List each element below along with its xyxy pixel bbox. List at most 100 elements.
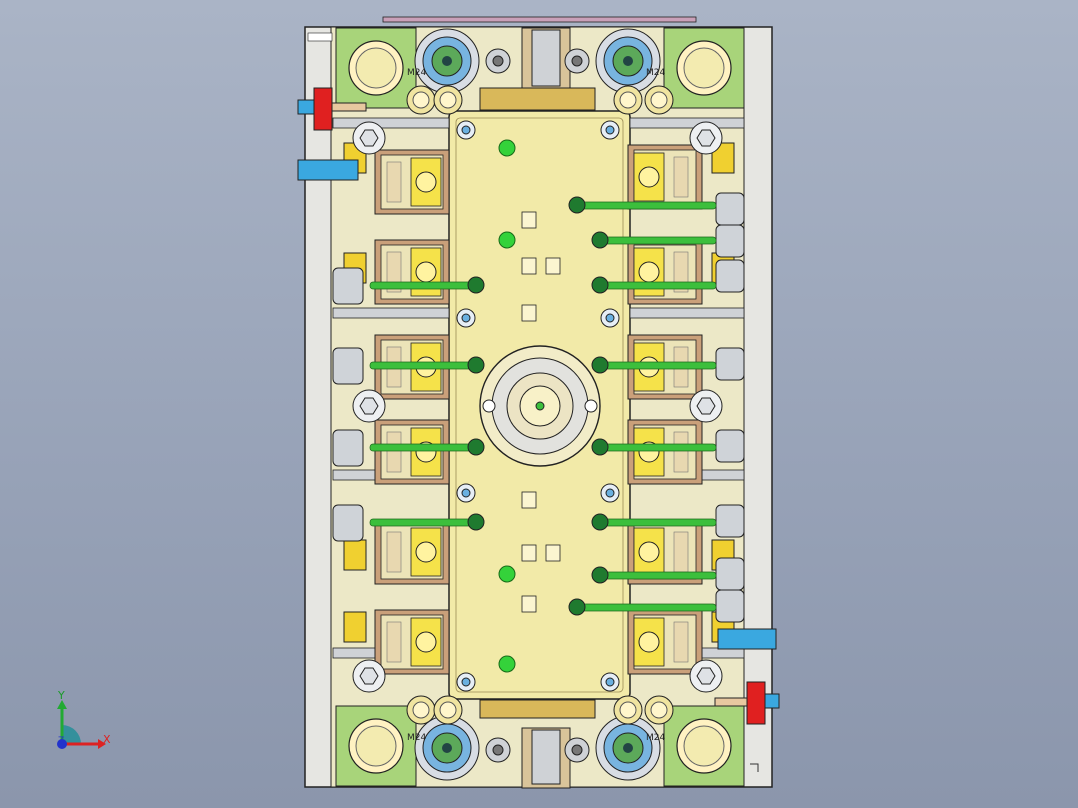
water-pipe-top-left xyxy=(331,102,367,112)
plate-marker xyxy=(307,32,333,42)
vent-dot-2 xyxy=(498,565,516,583)
return-pin-core-2 xyxy=(619,91,637,109)
cooling-port-right-4 xyxy=(591,438,609,456)
slide-block-left-2 xyxy=(343,539,367,571)
cooling-pipe-left-2 xyxy=(369,443,477,452)
corner-bushing-bore-br xyxy=(683,725,725,767)
water-nipple-top-left xyxy=(313,87,333,131)
hex-bolt-head-3 xyxy=(696,397,716,415)
slide-block-right-0 xyxy=(711,142,735,174)
guide-pin-label-2: M24 xyxy=(407,733,426,743)
insert-gate-l-5 xyxy=(415,631,437,653)
insert-gate-r-4 xyxy=(638,541,660,563)
return-pin-core-3 xyxy=(650,91,668,109)
guide-pin-label-3: M24 xyxy=(646,733,665,743)
cooling-port-right-5 xyxy=(591,513,609,531)
plate-screw-core-6 xyxy=(605,677,615,687)
corner-bushing-bore-bl xyxy=(355,725,397,767)
plate-screw-core-1 xyxy=(605,313,615,323)
vent-dot-0 xyxy=(498,139,516,157)
hex-bolt-head-4 xyxy=(359,667,379,685)
tag-6 xyxy=(545,544,561,562)
rail-left-1 xyxy=(332,307,450,319)
water-nipple-bottom-right xyxy=(746,681,766,725)
hex-bolt-head-2 xyxy=(359,397,379,415)
sprue-center xyxy=(535,401,545,411)
insert-gate-l-0 xyxy=(415,171,437,193)
ring-screw-0 xyxy=(482,399,496,413)
cooling-port-right-3 xyxy=(591,356,609,374)
slide-block-left-3 xyxy=(343,611,367,643)
tag-7 xyxy=(521,595,537,613)
sprue-nozzle-0 xyxy=(531,29,561,87)
cooling-pipe-left-0 xyxy=(369,281,477,290)
coolant-plug-left-0 xyxy=(332,267,364,305)
plate-screw-core-0 xyxy=(461,313,471,323)
cooling-port-right-6 xyxy=(591,566,609,584)
insert-gate-l-1 xyxy=(415,261,437,283)
triad-x-label: X xyxy=(103,733,111,746)
guide-pin-center-3 xyxy=(623,743,633,753)
vent-dot-1 xyxy=(498,231,516,249)
cooling-port-left-0 xyxy=(467,276,485,294)
coolant-plug-left-2 xyxy=(332,429,364,467)
water-coupler-right xyxy=(717,628,777,650)
insert-engraving-l-0 xyxy=(386,161,402,203)
hex-bolt-head-5 xyxy=(696,667,716,685)
ejector-bolt-core-1 xyxy=(571,55,583,67)
coolant-plug-right-4 xyxy=(715,429,745,463)
return-pin-core-7 xyxy=(650,701,668,719)
sprue-nozzle-1 xyxy=(531,729,561,785)
insert-gate-l-4 xyxy=(415,541,437,563)
cooling-pipe-right-1 xyxy=(599,236,717,245)
hex-bolt-head-1 xyxy=(696,129,716,147)
cooling-pipe-left-3 xyxy=(369,518,477,527)
coolant-plug-right-0 xyxy=(715,192,745,226)
return-pin-core-1 xyxy=(439,91,457,109)
ring-screw-1 xyxy=(584,399,598,413)
plate-screw-core-2 xyxy=(461,488,471,498)
guide-pin-center-0 xyxy=(442,56,452,66)
vent-dot-3 xyxy=(498,655,516,673)
coolant-plug-left-1 xyxy=(332,347,364,385)
runner-plate-inner-edge xyxy=(455,117,624,693)
cooling-port-right-1 xyxy=(591,231,609,249)
hex-bolt-head-0 xyxy=(359,129,379,147)
coolant-plug-right-5 xyxy=(715,504,745,538)
insert-engraving-r-4 xyxy=(673,531,689,573)
tag-1 xyxy=(521,257,537,275)
coolant-plug-right-6 xyxy=(715,557,745,591)
guide-pin-center-1 xyxy=(623,56,633,66)
cooling-port-left-3 xyxy=(467,513,485,531)
insert-engraving-r-5 xyxy=(673,621,689,663)
coolant-plug-right-1 xyxy=(715,224,745,258)
coolant-plug-right-2 xyxy=(715,259,745,293)
tag-3 xyxy=(521,304,537,322)
guide-pin-center-2 xyxy=(442,743,452,753)
insert-engraving-l-3 xyxy=(386,431,402,473)
return-pin-core-4 xyxy=(412,701,430,719)
insert-engraving-r-3 xyxy=(673,431,689,473)
tag-5 xyxy=(521,544,537,562)
water-coupler-left xyxy=(297,159,359,181)
rail-right-0 xyxy=(629,117,745,129)
return-pin-core-6 xyxy=(619,701,637,719)
tag-0 xyxy=(521,211,537,229)
cooling-pipe-right-7 xyxy=(576,603,717,612)
coolant-plug-right-7 xyxy=(715,589,745,623)
ejector-bolt-core-0 xyxy=(492,55,504,67)
triad-z-label: Z xyxy=(58,736,65,746)
plate-screw-core-5 xyxy=(461,125,471,135)
top-clamp-edge xyxy=(382,16,697,23)
sprue-bar-bottom xyxy=(479,699,596,719)
rail-left-0 xyxy=(332,117,450,129)
corner-bushing-bore-tr xyxy=(683,47,725,89)
return-pin-core-5 xyxy=(439,701,457,719)
insert-gate-r-0 xyxy=(638,166,660,188)
cooling-pipe-right-2 xyxy=(599,281,717,290)
corner-mark xyxy=(750,763,759,772)
cooling-port-left-1 xyxy=(467,356,485,374)
rail-right-1 xyxy=(629,307,745,319)
